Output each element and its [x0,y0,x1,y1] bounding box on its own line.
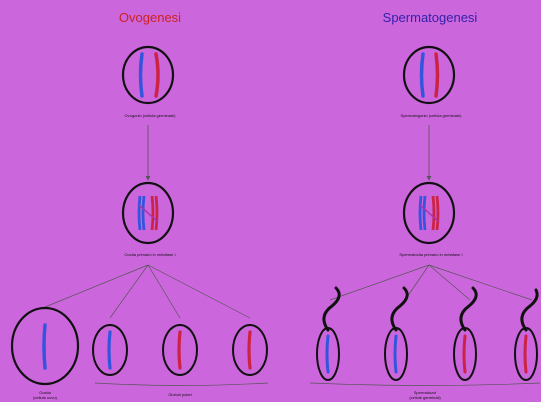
spermatozoa-bracket [310,383,540,386]
primary-spermatocyte-cell [404,183,454,243]
ovogonium-cell [123,47,173,103]
spermatozoon-4 [515,290,537,380]
primary-spermatocyte-label: Spermatocita primario in metafase I [399,252,462,257]
polar-bodies-bracket [95,383,268,386]
spermatogonium-cell [404,47,454,103]
oocyte-sublabel: (cellula uovo) [33,395,57,400]
polar-body-2 [163,325,197,375]
primary-oocyte-cell [123,183,173,243]
ovogonium-label: Ovogonio (cellula germinale) [125,113,177,118]
spermatozoon-1 [317,288,339,380]
polar-body-3 [233,325,267,375]
spermatogenesi-title: Spermatogenesi [383,10,478,25]
polar-bodies-label: Globuli polari [168,392,191,397]
polar-body-1 [93,325,127,375]
oocyte-cell [12,308,78,384]
spermatozoon-2 [385,288,407,380]
spermatozoon-3 [454,288,476,380]
spermatogenesi-branches [330,265,532,300]
ovogenesi-title: Ovogenesi [119,10,181,25]
spermatozoa-sublabel: (cellule germinali) [409,395,441,400]
ovogenesi-branches [45,265,250,318]
spermatogonium-label: Spermatogonio (cellula germinale) [401,113,463,118]
primary-oocyte-label: Oocita primario in metafase I [124,252,175,257]
